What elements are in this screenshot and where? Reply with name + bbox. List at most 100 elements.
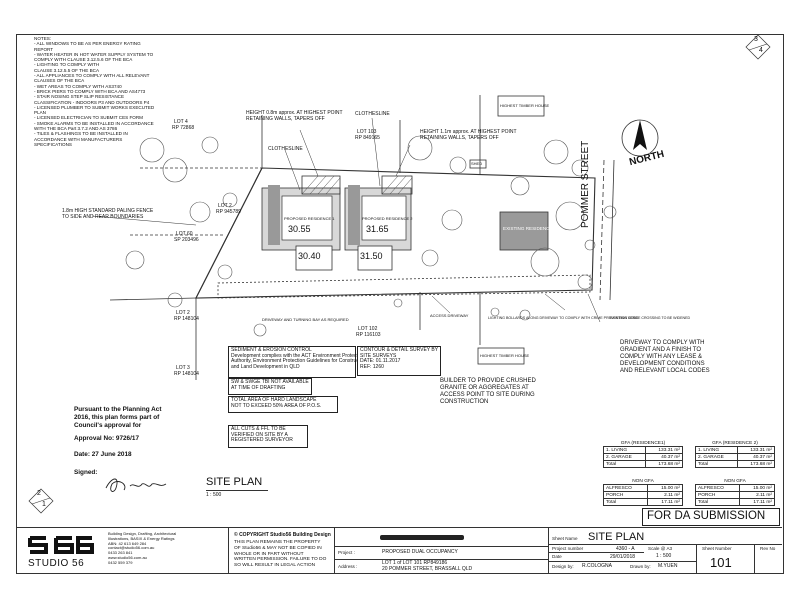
fraction-num: 3 — [754, 36, 758, 43]
nongfa1-row-value: 17.11 m² — [647, 498, 683, 506]
title-row-divider — [548, 552, 644, 553]
copyright-line: WRITTEN PERMISSION. FAILURE TO DO — [234, 557, 327, 563]
gfa2-row-value: 40.37 m² — [737, 453, 775, 461]
lighting-bollards-note: LIGHTING BOLLARDS ALONG DRIVEWAY TO COMP… — [488, 316, 639, 320]
residence2-label: PROPOSED RESIDENCE 2 — [362, 216, 413, 221]
sheet-number-value: 101 — [710, 555, 732, 570]
gfa2-row-value: 133.31 m² — [737, 446, 775, 454]
clothesline-right: CLOTHESLINE — [355, 111, 390, 117]
design-label: Design by: — [552, 564, 574, 569]
company-line: Illustrations, BASIX & Energy Ratings — [108, 535, 175, 541]
copyright-line: SO WILL RESULT IN LEGAL ACTION — [234, 563, 316, 569]
nongfa2-row-value: 15.00 m² — [739, 484, 775, 492]
gfa1-header: GFA (RESIDENCE1) — [620, 440, 666, 446]
cuts-line: ALL CUTS & FFL TO BE — [231, 426, 286, 432]
lot103-label: LOT 103 — [357, 129, 377, 135]
note-line: SPECIFICATIONS — [34, 141, 72, 147]
approval-line-3: Council's approval for — [74, 422, 142, 429]
note-line: COMPLY WITH CLAUSE 3.12.5.6 OF THE BCA — [34, 57, 133, 63]
address-value-2: 20 POMMER STREET, BRASSALL QLD — [382, 566, 473, 572]
lot60-label: LOT 60 — [176, 231, 193, 237]
gfa2-row-label: 1. LIVING — [694, 446, 739, 454]
note-line: - WET AREAS TO COMPLY WITH AS3740 — [34, 83, 122, 89]
note-line: - BRICK PIERS TO COMPLY WITH BCA AND AS4… — [34, 88, 146, 94]
hard-landscape-line: NOT TO EXCEED 50% AREA OF P.O.S. — [231, 402, 322, 409]
title-row-divider — [334, 559, 548, 560]
signature-mark — [105, 478, 167, 492]
sheet-number-label: Sheet Number — [702, 546, 732, 551]
lot2-top-rp-label: RP 945789 — [216, 209, 241, 215]
driveway-comply-note-4: DEVELOPMENT CONDITIONS — [620, 361, 705, 367]
sediment-line: Authority, Environment Protection Guidel… — [231, 358, 367, 365]
lot3-label: LOT 3 — [176, 365, 190, 371]
design-value: R.COLOGNA — [582, 563, 613, 569]
gfa2-row-label: Total — [694, 460, 739, 468]
company-line: Building Design, Drafting, Architectural — [108, 531, 177, 536]
driveway-turning-note: DRIVEWAY AND TURNING BAY AS REQUIRED — [262, 317, 349, 322]
drawn-label: Drawn by: — [630, 564, 651, 569]
nongfa1-row-label: PORCH — [602, 491, 649, 499]
nongfa2-header: NON GFA — [724, 478, 746, 484]
title-divider — [696, 544, 697, 573]
nongfa2-row-label: ALFRESCO — [694, 484, 741, 492]
scale-label: Scale @ A3 — [648, 546, 673, 551]
council-approval: Pursuant to the Planning Act 2016, this … — [74, 406, 184, 477]
height-note-right-2: RETAINING WALLS, TAPERS OFF — [420, 135, 499, 141]
fraction-den: 4 — [759, 47, 763, 54]
note-line: - LIGHTING TO COMPLY WITH — [34, 62, 100, 68]
note-line: - WATER HEATER IN HOT WATER SUPPLY SYSTE… — [34, 51, 154, 57]
general-notes: NOTES: - ALL WINDOWS TO BE AS PER ENERGY… — [34, 36, 194, 147]
gfa2-row-value: 173.68 m² — [737, 460, 775, 468]
da-submission-stamp: FOR DA SUBMISSION — [642, 508, 780, 526]
studio56-logo-mark — [28, 536, 94, 554]
address-value-1: LOT 1 of LOT 101 RP849186 — [382, 560, 448, 566]
copyright-line: OF Studio56 & MAY NOT BE COPIED IN — [234, 545, 322, 551]
builder-note-4: CONSTRUCTION — [440, 399, 489, 405]
builder-note-3: ACCESS POINT TO SITE DURING — [440, 392, 535, 398]
note-line: - LICENSED ELECTRICIAN TO SUBMIT CES FOR… — [34, 115, 143, 121]
survey-box: CONTOUR & DETAIL SURVEY BY SITE SURVEYS … — [357, 346, 441, 376]
studio56-logo: STUDIO 56 — [26, 532, 98, 570]
title-row-divider — [548, 544, 782, 545]
notes-heading: NOTES: — [34, 36, 52, 41]
hard-landscape-line: TOTAL AREA OF HARD LANDSCAPE — [231, 397, 317, 403]
gfa1-row-label: Total — [602, 460, 647, 468]
builder-note-1: BUILDER TO PROVIDE CRUSHED — [440, 378, 536, 384]
copyright-title: © COPYRIGHT Studio56 Building Design — [234, 532, 331, 538]
site-plan-title: SITE PLAN — [206, 476, 263, 488]
fence-note-2: TO SIDE AND REAR BOUNDARIES — [62, 214, 144, 220]
lot3-rp-label: RP 148104 — [174, 371, 199, 377]
da-submission-text: FOR DA SUBMISSION — [647, 510, 766, 522]
gfa2-header: GFA (RESIDENCE 2) — [712, 440, 758, 446]
nongfa2-row-label: Total — [694, 498, 741, 506]
company-details: Building Design, Drafting, Architectural… — [108, 531, 177, 566]
gfa1-row-value: 173.68 m² — [645, 460, 683, 468]
driveway-comply-note-5: AND RELEVANT LOCAL CODES — [620, 368, 710, 374]
logo-text: STUDIO 56 — [28, 558, 85, 569]
project-number-label: Project number — [552, 546, 584, 551]
nongfa1-row-label: Total — [602, 498, 649, 506]
title-divider — [548, 528, 549, 573]
copyright-line: WHOLE OR IN PART WITHOUT — [234, 551, 304, 557]
note-line: CLAUSE 3.12.5.5 OF THE BCA — [34, 67, 100, 73]
company-line: 0432 559 379 — [108, 559, 133, 565]
nongfa1-row-value: 2.11 m² — [647, 491, 683, 499]
driveway-comply-note-2: GRADIENT AND A FINISH TO — [620, 347, 702, 353]
lot102-label: LOT 102 — [358, 326, 378, 332]
existing-residence-label: EXISTING RESIDENCE — [503, 226, 553, 231]
sheet-name-value: SITE PLAN — [588, 531, 645, 543]
height-note-left-2: RETAINING WALLS, TAPERS OFF — [246, 116, 325, 122]
sw-line: AT TIME OF DRAFTING — [231, 384, 286, 391]
street-label: POMMER STREET — [580, 140, 591, 228]
survey-line: DATE: 01.11.2017 — [360, 358, 401, 365]
survey-line: REF: 1260 — [360, 363, 384, 370]
access-driveway-note: ACCESS DRIVEWAY — [430, 313, 469, 318]
copyright-notice: © COPYRIGHT Studio56 Building Design THI… — [234, 532, 331, 569]
drawn-value: M.YUEN — [658, 563, 678, 569]
height-note-right-1: HEIGHT 1.1m approx. AT HIGHEST POINT — [420, 129, 517, 135]
note-line: ACCORDANCE WITH MANUFACTURERS — [34, 136, 123, 142]
sediment-line: Development complies with the ACT Enviro… — [231, 352, 365, 359]
address-label: Address : — [338, 564, 358, 569]
